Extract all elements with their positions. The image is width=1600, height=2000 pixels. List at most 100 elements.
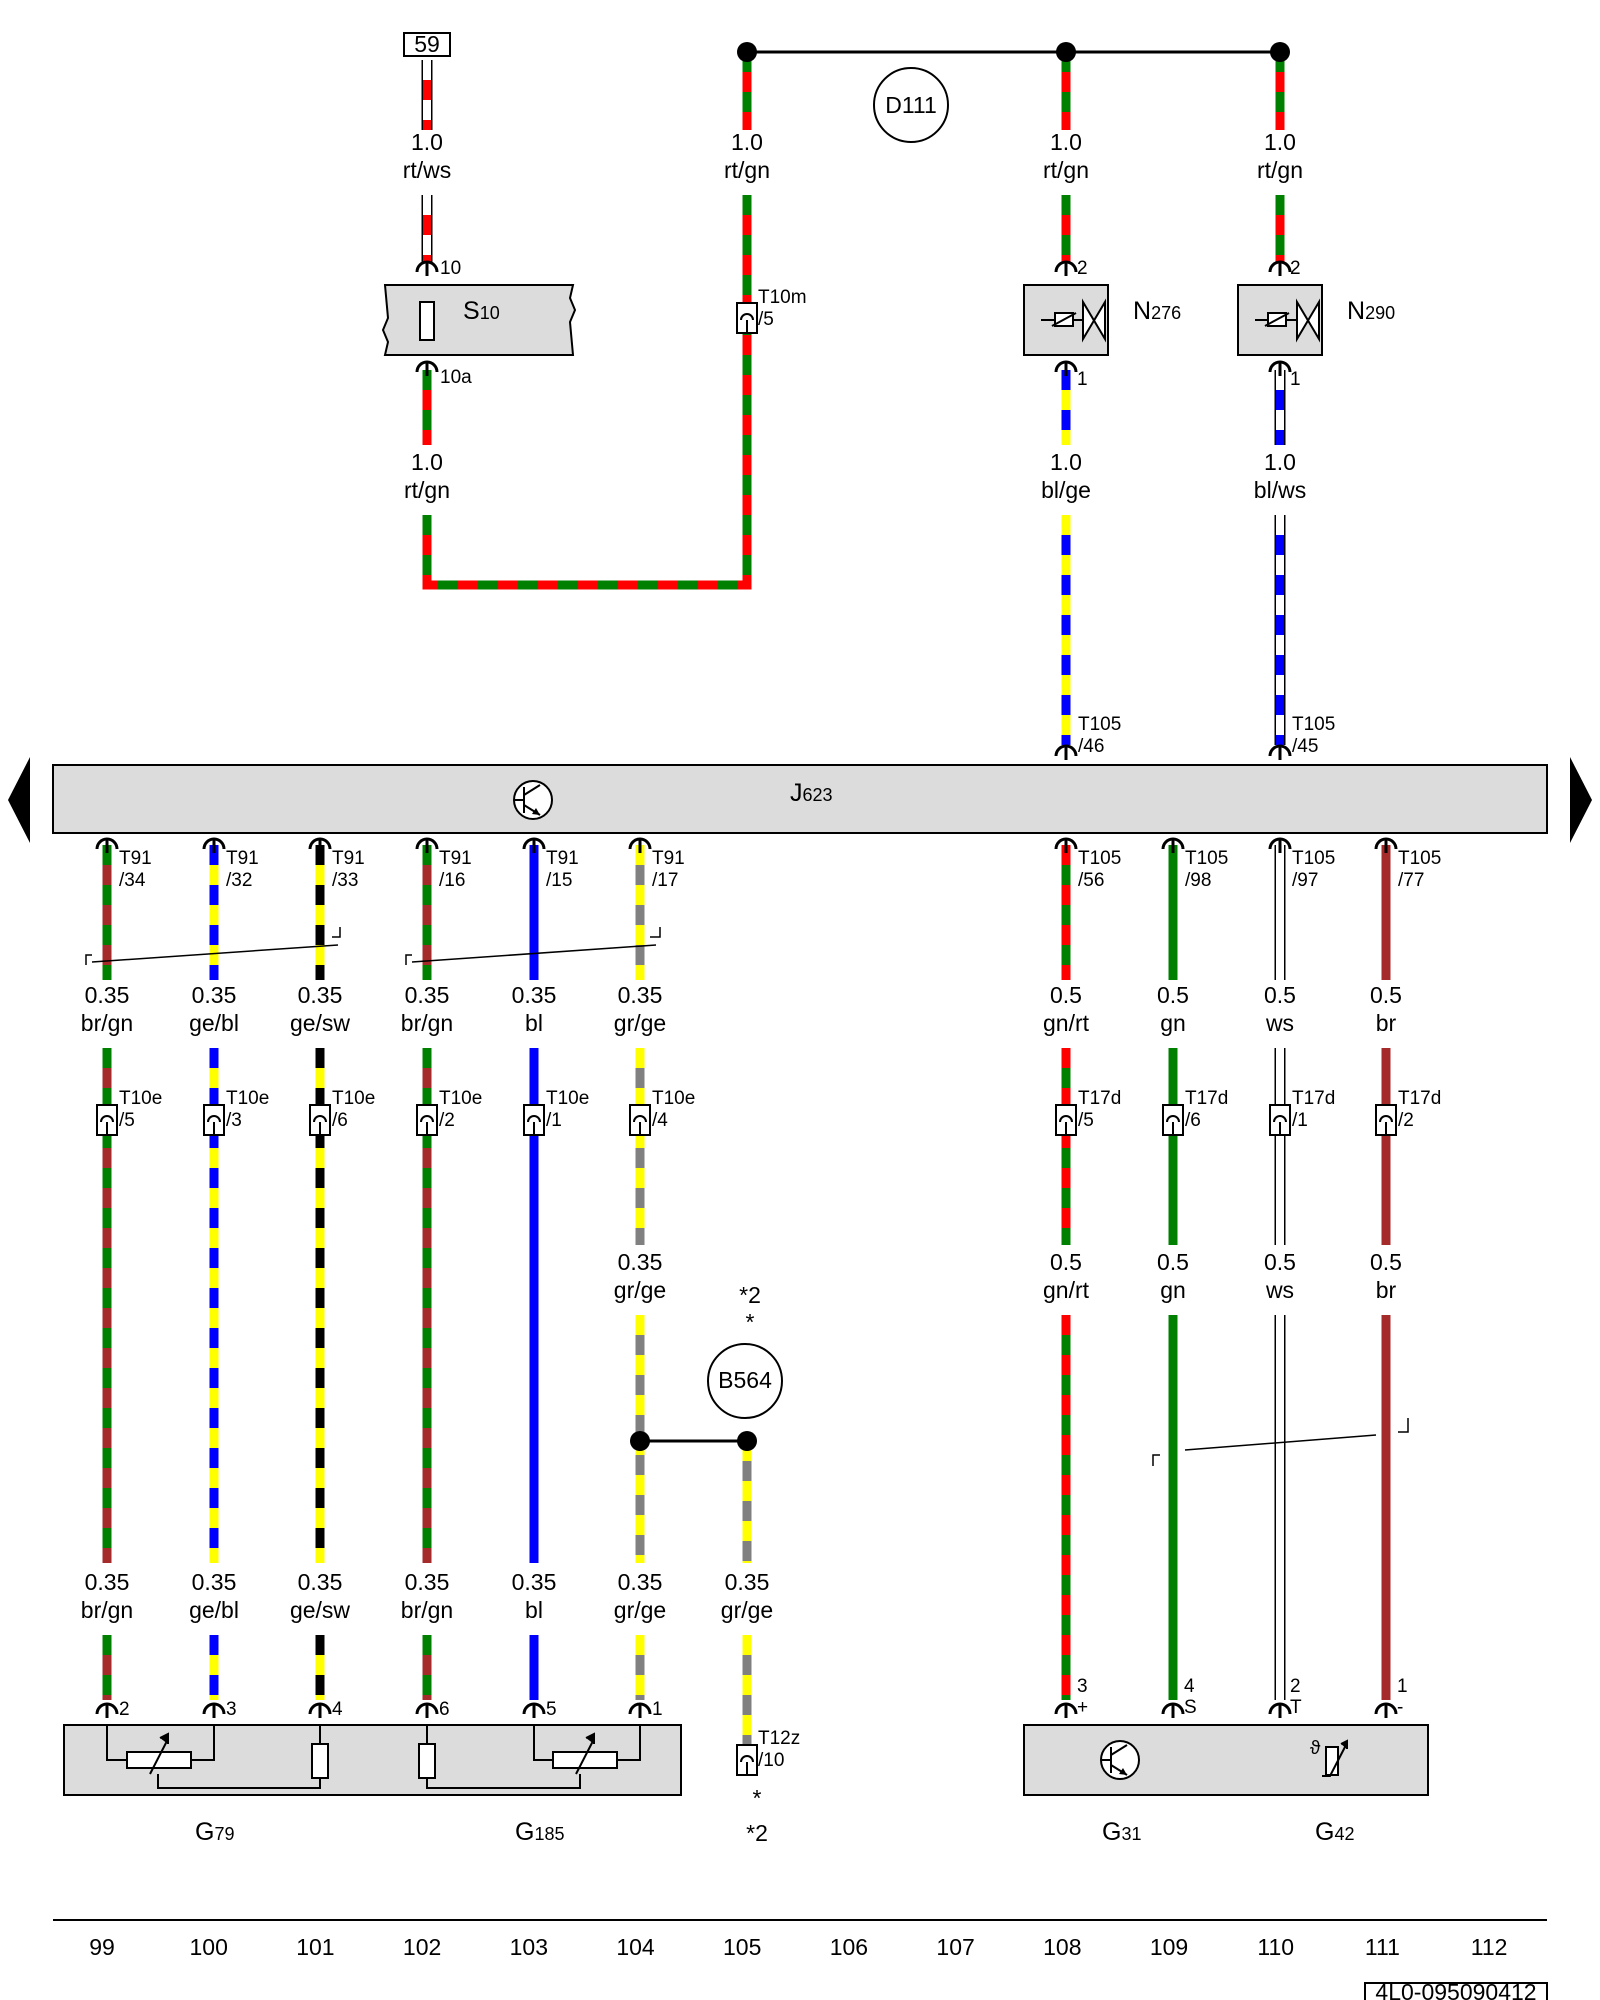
pin-label: /1 (1292, 1110, 1308, 1131)
inline-connector-symbol (96, 1104, 118, 1136)
pin-label: T91 (652, 848, 685, 869)
pin-label: /46 (1078, 736, 1104, 757)
inline-connector-symbol (309, 1104, 331, 1136)
pin-label: 1 (652, 1699, 663, 1720)
column-number: 100 (190, 1934, 228, 1960)
pin-label: T105 (1292, 848, 1335, 869)
inline-connector-symbol (1055, 1104, 1077, 1136)
wire-color: gr/ge (614, 1277, 666, 1303)
pin-label: T (1290, 1697, 1302, 1718)
n276-label: N276 (1133, 297, 1181, 325)
pin-connection-icon (1268, 360, 1292, 376)
inline-connector-symbol (1269, 1104, 1291, 1136)
pin-label: T91 (439, 848, 472, 869)
pin-label: /5 (119, 1110, 135, 1131)
pin-connection-icon (415, 837, 439, 853)
pin-connection-icon (522, 1702, 546, 1718)
pin-label: 1 (1077, 369, 1088, 390)
pin-label: 6 (439, 1699, 450, 1720)
pin-connection-icon (1374, 1702, 1398, 1718)
wire-color: ge/sw (290, 1010, 350, 1036)
wire-size: 0.35 (512, 982, 557, 1008)
wire-size: 0.35 (192, 1569, 237, 1595)
pin-label: T91 (226, 848, 259, 869)
pin-connection-icon (308, 1702, 332, 1718)
inline-connector-symbol (416, 1104, 438, 1136)
pin-label: /3 (226, 1110, 242, 1131)
pin-label: /16 (439, 870, 465, 891)
pin-connection-icon (522, 837, 546, 853)
terminal-59: 59 (403, 31, 451, 57)
wire-color: gr/ge (614, 1010, 666, 1036)
wire-size: 1.0 (1264, 129, 1296, 155)
column-number: 112 (1471, 1934, 1508, 1960)
continue-left-icon (8, 757, 30, 843)
n290-label: N290 (1347, 297, 1395, 325)
thermistor-icon (1322, 1739, 1348, 1777)
valve-n290: N290 2 1 (1237, 258, 1395, 390)
pin-label: T10e (119, 1088, 162, 1109)
pin-label: T10m (758, 287, 807, 308)
pin-label: 2 (119, 1699, 130, 1720)
wire-color: rt/gn (724, 157, 770, 183)
wire-size: 0.35 (405, 1569, 450, 1595)
pin-connection-icon (415, 1702, 439, 1718)
wire-color: br (1376, 1277, 1397, 1303)
s10-label: S10 (463, 297, 500, 325)
control-unit-j623: J623 T105 /46 T105 /45 T91 /34 T91 /32 T… (8, 714, 1592, 891)
pin-connection-icon (1268, 744, 1292, 760)
pin-connection-icon (95, 1702, 119, 1718)
continue-right-icon (1570, 757, 1592, 843)
splice-b564: B564 *2 * (630, 1282, 783, 1451)
pin-label: T10e (226, 1088, 269, 1109)
pin-label: /98 (1185, 870, 1211, 891)
sensor-g79-g185: 2 3 4 6 5 1 G79 G185 (63, 1699, 682, 1846)
wire-color: rt/ws (403, 157, 452, 183)
column-number: 103 (510, 1934, 548, 1960)
inline-connector-symbol (1375, 1104, 1397, 1136)
wire-color: gn/rt (1043, 1277, 1090, 1303)
wire-size: 0.5 (1157, 1249, 1189, 1275)
pin-label: 1 (1290, 369, 1301, 390)
wire-size: 0.5 (1264, 982, 1296, 1008)
column-number: 105 (723, 1934, 761, 1960)
wire-color: gr/ge (614, 1597, 666, 1623)
pin-label: /5 (758, 309, 774, 330)
column-number: 99 (89, 1934, 115, 1960)
pin-label: T105 (1292, 714, 1335, 735)
pin-label: T10e (546, 1088, 589, 1109)
wire-color: br/gn (401, 1597, 453, 1623)
pin-label: T91 (332, 848, 365, 869)
column-number: 101 (296, 1934, 334, 1960)
pin-label: T10e (652, 1088, 695, 1109)
transistor-icon (513, 780, 553, 820)
wire-color: gn (1160, 1010, 1186, 1036)
pin-label: T12z (758, 1728, 800, 1749)
wire-size: 0.35 (298, 982, 343, 1008)
pin-label: T17d (1292, 1088, 1335, 1109)
wire-size: 0.35 (85, 1569, 130, 1595)
column-number: 111 (1365, 1934, 1400, 1960)
t12z-star: * (753, 1785, 762, 1811)
pin-label: 2 (1290, 1676, 1301, 1697)
pin-label: 5 (546, 1699, 557, 1720)
pin-label: /15 (546, 870, 572, 891)
pin-connection-icon (1161, 837, 1185, 853)
wire-color: bl (525, 1010, 543, 1036)
fuse-s10: S10 10 10a (381, 258, 577, 388)
pin-label: /33 (332, 870, 358, 891)
wire-size: 0.35 (725, 1569, 770, 1595)
pin-connection-icon (415, 260, 439, 276)
pin-label: /97 (1292, 870, 1318, 891)
pin-label: /56 (1078, 870, 1104, 891)
pin-connection-icon (628, 1702, 652, 1718)
pin-connection-icon (1054, 260, 1078, 276)
document-id: 4L0-095090412 (1375, 1979, 1536, 2000)
pin-connection-icon (95, 837, 119, 853)
inline-connector-symbol (1162, 1104, 1184, 1136)
g42-label: G42 (1315, 1818, 1354, 1846)
wire-size: 0.35 (85, 982, 130, 1008)
pin-connection-icon (1268, 260, 1292, 276)
